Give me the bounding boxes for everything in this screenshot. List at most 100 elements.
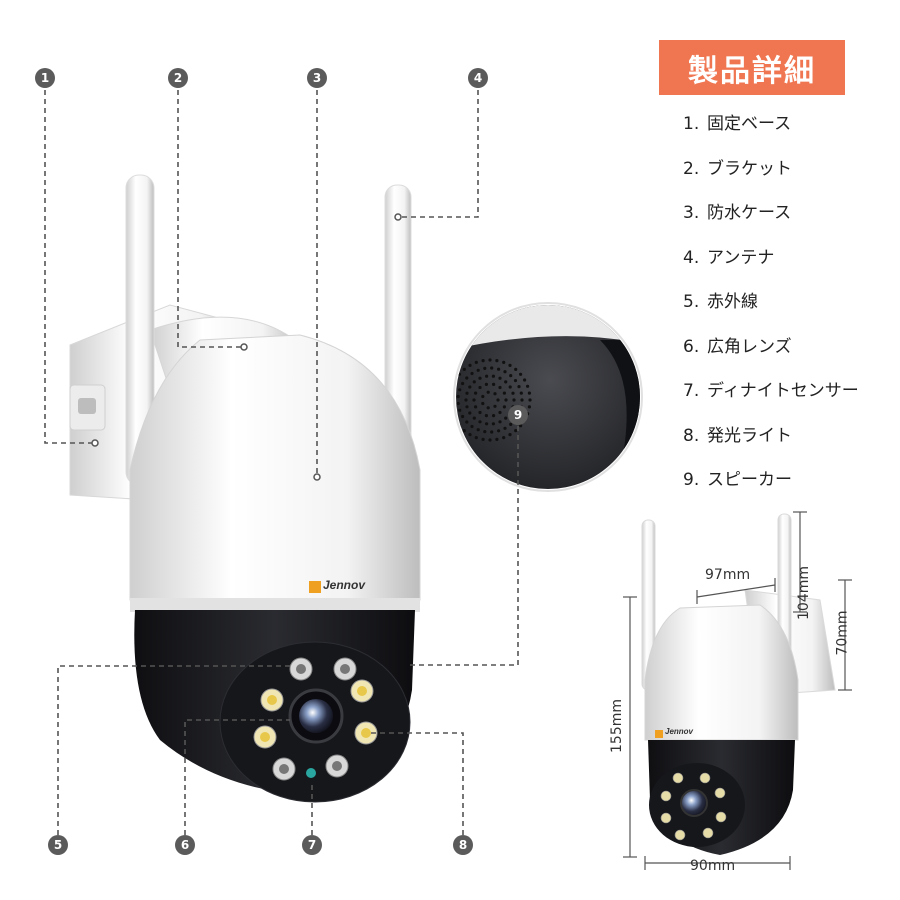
brand-logo: Jennov [323, 578, 366, 592]
callout-badge-2: 2 [168, 68, 188, 88]
speaker-hole [449, 392, 452, 395]
dimension-body-height: 155mm [609, 699, 625, 753]
callout-badge-6: 6 [175, 835, 195, 855]
speaker-hole [490, 430, 494, 434]
speaker-hole [519, 372, 523, 376]
waterproof-case [129, 334, 421, 601]
speaker-hole [514, 429, 518, 433]
speaker-hole [488, 438, 492, 442]
speaker-hole [462, 429, 466, 433]
speaker-hole [508, 363, 512, 367]
speaker-hole [488, 358, 492, 362]
speaker-hole [504, 380, 508, 384]
speaker-hole [490, 366, 494, 370]
callout-badge-7: 7 [302, 835, 322, 855]
speaker-hole [511, 391, 515, 395]
speaker-hole [519, 391, 523, 395]
day-night-sensor [306, 768, 316, 778]
speaker-hole [448, 398, 451, 401]
speaker-hole [474, 405, 478, 409]
speaker-hole [468, 433, 472, 437]
speaker-hole [498, 420, 502, 424]
callout-badge-5: 5 [48, 835, 68, 855]
speaker-hole [491, 374, 495, 378]
speaker-hole [493, 404, 497, 408]
speaker-hole [503, 370, 507, 374]
main-camera [69, 174, 421, 803]
speaker-hole [508, 433, 512, 437]
speaker-hole [461, 381, 465, 386]
led-ring [253, 657, 378, 781]
speaker-hole [465, 405, 469, 409]
speaker-hole [498, 410, 502, 415]
dimension-base-height: 70mm [834, 610, 851, 656]
speaker-hole [514, 367, 518, 371]
speaker-hole [504, 398, 508, 402]
speaker-hole [470, 371, 474, 376]
speaker-hole [465, 391, 469, 395]
speaker-hole [474, 436, 478, 440]
list-item: 2.ブラケット [683, 158, 792, 179]
speaker-hole [458, 408, 462, 412]
speaker-hole [486, 390, 490, 394]
speaker-hole [526, 384, 530, 388]
speaker-hole [502, 436, 506, 440]
speaker-hole [495, 437, 499, 441]
speaker-hole [476, 368, 480, 372]
speaker-hole [493, 392, 497, 396]
speaker-hole [502, 391, 506, 395]
speaker-hole [503, 426, 507, 430]
list-item: 1.固定ベース [683, 114, 792, 134]
speaker-hole [478, 376, 482, 380]
section-title: 製品詳細 [659, 40, 845, 95]
speaker-hole [484, 382, 488, 386]
speaker-hole [468, 385, 472, 389]
dimension-top-width: 97mm [705, 567, 751, 583]
callout-badge-4: 4 [468, 68, 488, 88]
speaker-hole [468, 411, 472, 415]
speaker-hole [497, 429, 501, 433]
callout-badge-1: 1 [35, 68, 55, 88]
speaker-hole [449, 405, 452, 408]
list-item: 3.防水ケース [683, 203, 792, 223]
speaker-hole [527, 405, 532, 409]
speaker-hole [520, 398, 524, 402]
parts-list: 1.固定ベース 2.ブラケット 3.防水ケース 4.アンテナ 5.赤外線 6.広… [683, 111, 893, 512]
speaker-hole [472, 398, 476, 402]
speaker-hole [517, 385, 521, 389]
speaker-hole [502, 405, 506, 409]
speaker-hole [474, 391, 478, 395]
speaker-hole [451, 412, 454, 415]
speaker-hole [478, 385, 482, 390]
speaker-hole [528, 398, 532, 402]
speaker-hole [472, 416, 476, 420]
speaker-hole [478, 420, 482, 424]
speaker-hole [495, 359, 499, 363]
callout-badge-3: 3 [307, 68, 327, 88]
speaker-hole [481, 394, 485, 399]
speaker-hole [486, 406, 490, 410]
speaker-hole [527, 391, 532, 395]
speaker-hole [497, 367, 501, 371]
speaker-hole [485, 422, 489, 426]
speaker-hole [519, 424, 523, 428]
dimension-camera [623, 511, 852, 870]
speaker-hole [523, 378, 527, 382]
list-item: 6.広角レンズ [683, 336, 792, 357]
speaker-hole [461, 414, 465, 419]
leader-lines [44, 90, 519, 835]
speaker-hole [485, 374, 489, 378]
speaker-hole [481, 401, 485, 406]
speaker-hole [498, 385, 502, 390]
speaker-hole [468, 363, 472, 367]
speaker-hole [456, 394, 460, 399]
speaker-hole [483, 366, 487, 370]
speaker-hole [483, 430, 487, 434]
callout-badge-9: 9 [508, 405, 528, 425]
speaker-hole [478, 410, 482, 415]
speaker-hole [481, 359, 485, 363]
speaker-hole [472, 380, 476, 384]
speaker-hole [481, 437, 485, 441]
